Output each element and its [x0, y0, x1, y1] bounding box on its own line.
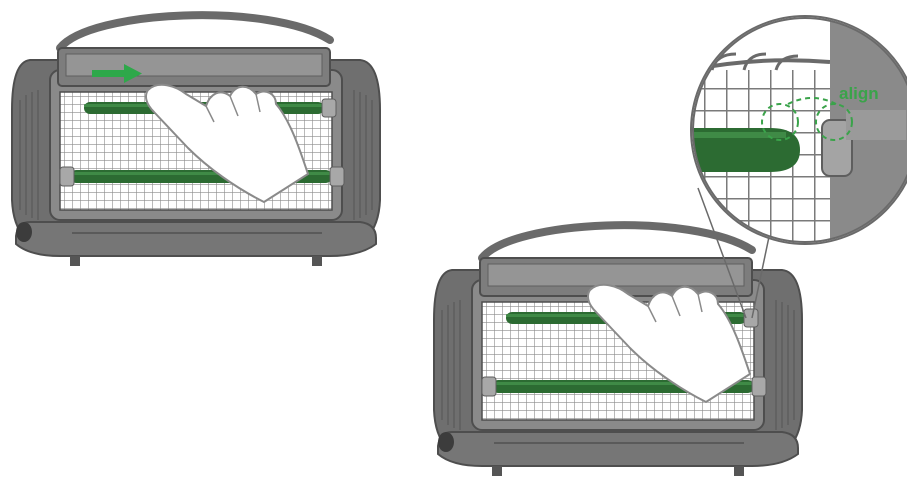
device-step-1: [12, 15, 380, 266]
align-label: align: [839, 84, 879, 103]
magnifier-callout-icon: [690, 16, 907, 260]
device-step-2: [434, 225, 802, 476]
